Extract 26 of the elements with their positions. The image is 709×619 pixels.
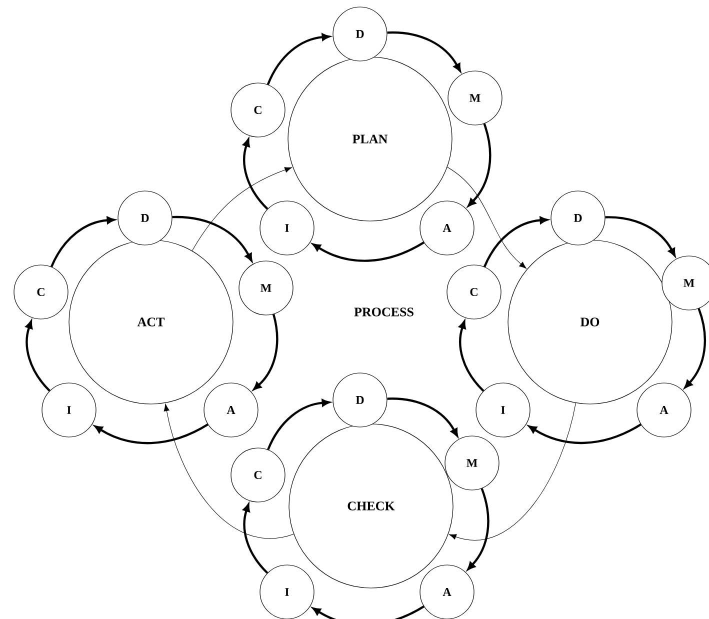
process-arrow xyxy=(192,167,292,251)
cycle-arrow xyxy=(253,314,278,390)
process-arrow xyxy=(164,404,294,538)
process-arrow xyxy=(449,402,576,540)
cycle-arrow xyxy=(50,216,115,268)
cycle-arrow xyxy=(312,606,424,619)
cycle-arrow xyxy=(458,320,484,392)
cycle-arrow xyxy=(684,308,706,388)
cycle-arrow xyxy=(94,424,208,444)
node-label: M xyxy=(684,279,694,287)
cycle-arrow xyxy=(605,216,676,256)
cycle-arrow xyxy=(528,424,642,444)
cycle-arrow xyxy=(467,488,490,570)
cycle-arrow xyxy=(243,504,268,574)
center-label: PROCESS xyxy=(354,308,414,316)
process-arrow xyxy=(447,166,526,269)
cycle-arrow xyxy=(483,216,548,268)
cycle-arrow xyxy=(26,320,50,392)
cycle-arrow xyxy=(267,399,330,450)
cycle-arrow xyxy=(468,123,492,206)
cycle-arrow xyxy=(266,33,330,85)
cycle-arrow xyxy=(387,31,461,72)
cycle-arrow xyxy=(242,138,268,210)
cycle-arrow xyxy=(312,242,424,262)
cycle-arrow xyxy=(172,216,252,262)
cycle-arrow xyxy=(387,398,458,436)
